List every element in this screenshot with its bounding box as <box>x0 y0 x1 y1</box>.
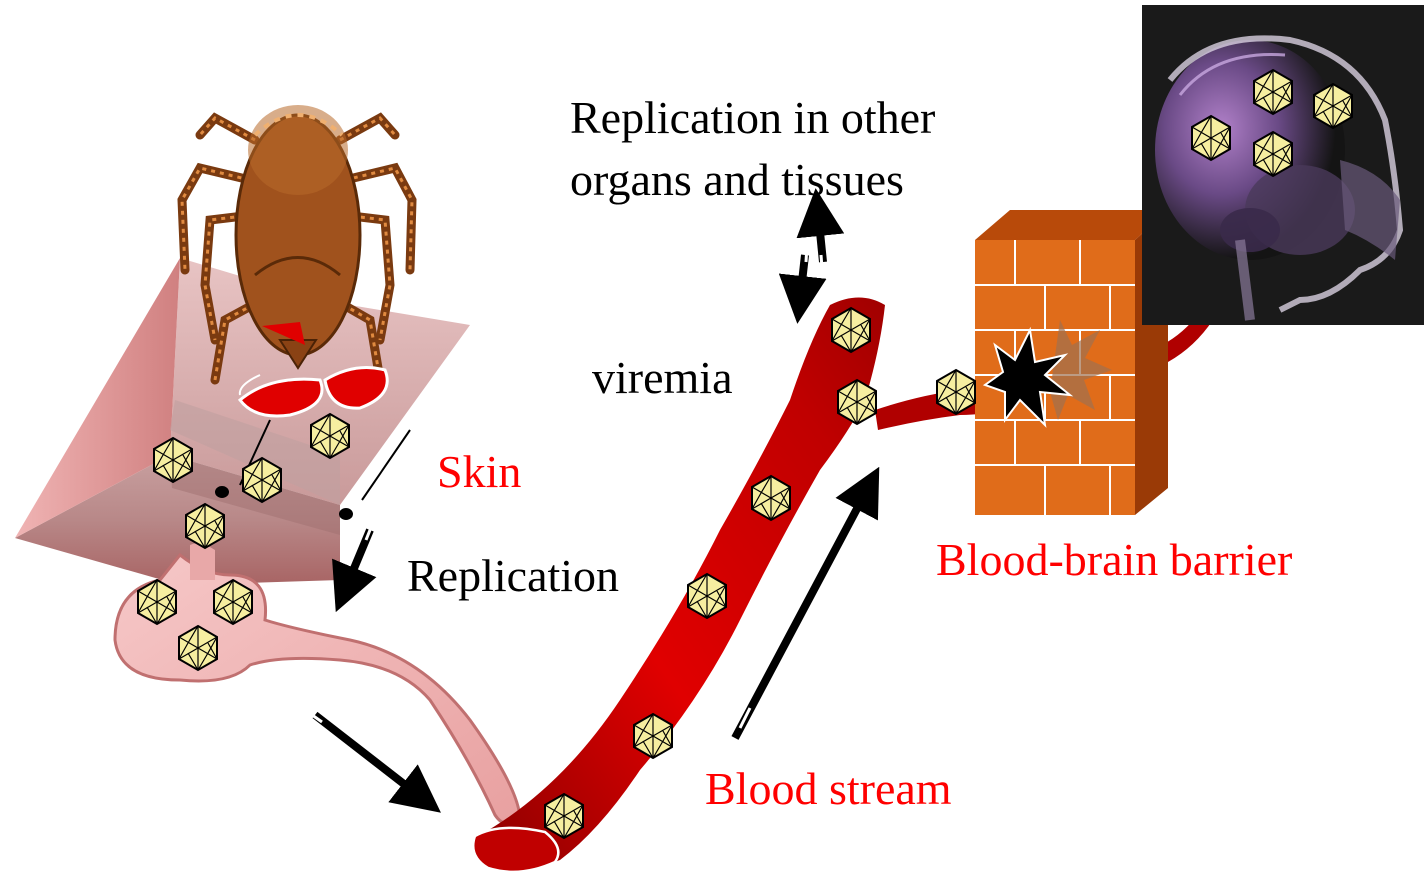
label-skin: Skin <box>437 446 521 497</box>
label-replication-other-line1: Replication in other <box>570 92 935 143</box>
virus-particle-icon <box>138 580 176 624</box>
virus-particle-icon <box>937 370 975 414</box>
virus-particle-icon <box>838 380 876 424</box>
virus-particle-icon <box>179 626 217 670</box>
virus-particle-icon <box>311 414 349 458</box>
label-blood-brain-barrier: Blood-brain barrier <box>936 534 1292 585</box>
virus-particle-icon <box>186 504 224 548</box>
virus-particle-icon <box>832 308 870 352</box>
virus-particle-icon <box>1192 116 1230 160</box>
virus-particle-icon <box>752 476 790 520</box>
virus-particle-icon <box>1254 132 1292 176</box>
virus-particle-icon <box>688 574 726 618</box>
virus-particle-icon <box>154 438 192 482</box>
brick-wall-icon <box>975 210 1168 515</box>
virus-particle-icon <box>634 714 672 758</box>
virus-particle-icon <box>545 794 583 838</box>
arrow-to-blood <box>315 715 422 798</box>
arrow-down-organs <box>800 255 805 300</box>
virus-particle-icon <box>214 580 252 624</box>
label-replication: Replication <box>407 550 619 601</box>
virus-particle-icon <box>243 458 281 502</box>
label-blood-stream: Blood stream <box>705 763 952 814</box>
virus-particle-icon <box>1314 84 1352 128</box>
virus-particle-icon <box>1254 70 1292 114</box>
label-viremia: viremia <box>592 352 733 403</box>
label-replication-other-line2: organs and tissues <box>570 154 904 205</box>
arrow-up-organs <box>818 212 823 262</box>
